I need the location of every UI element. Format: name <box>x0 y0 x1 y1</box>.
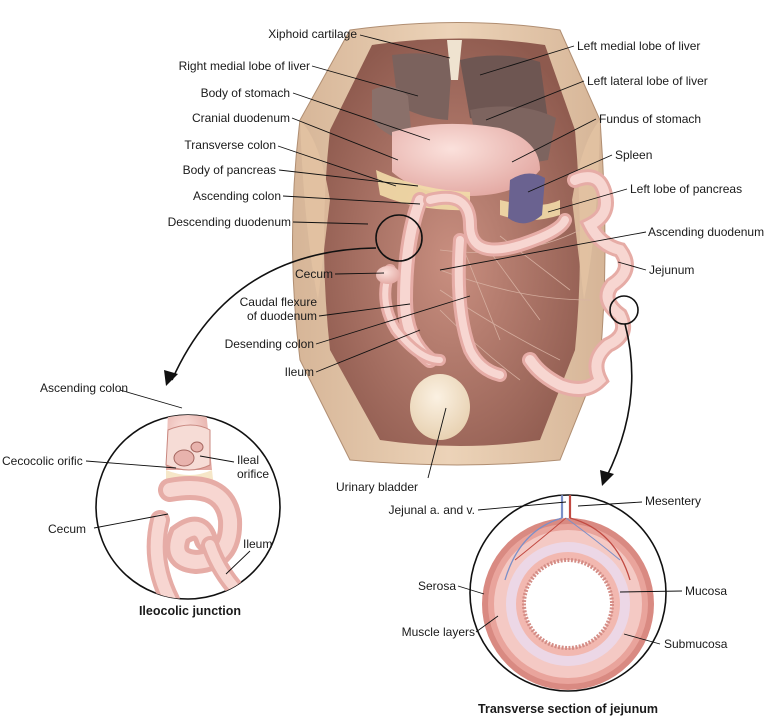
arrow-head-right <box>600 470 614 486</box>
label-fundus-of-stomach: Fundus of stomach <box>599 112 702 126</box>
caption-ileocolic-junction: Ileocolic junction <box>138 604 242 618</box>
jejunum-coils <box>522 169 634 397</box>
spleen <box>508 173 545 224</box>
label-jejunum: Jejunum <box>649 263 695 277</box>
label-submucosa: Submucosa <box>664 637 728 651</box>
cecum <box>376 266 400 284</box>
label-jejunal-av: Jejunal a. and v. <box>388 503 475 517</box>
label-descending-duodenum: Descending duodenum <box>167 215 291 229</box>
label-ascending-duodenum: Ascending duodenum <box>648 225 765 239</box>
label-mucosa: Mucosa <box>685 584 728 598</box>
intestinal-tubes <box>379 190 572 382</box>
label-ascending-colon: Ascending colon <box>192 189 281 203</box>
caption-transverse-section-jejunum: Transverse section of jejunum <box>478 702 658 716</box>
label-ileum: Ileum <box>284 365 314 379</box>
label-cecocolic-orific: Cecocolic orific <box>2 454 83 468</box>
label-desending-colon: Desending colon <box>224 337 314 351</box>
label-left-lateral-lobe-liver: Left lateral lobe of liver <box>587 74 708 88</box>
label-ileal-2: orifice <box>237 467 270 481</box>
label-transverse-colon: Transverse colon <box>184 138 276 152</box>
label-ileal-1: Ileal <box>237 453 260 467</box>
jejunum-cross-section-inset <box>469 494 667 692</box>
label-caudal-flexure-1: Caudal flexure <box>239 295 317 309</box>
arrow-to-jejunum-inset <box>605 323 633 479</box>
jejunum-highlight-circle <box>609 295 639 325</box>
label-right-medial-lobe-liver: Right medial lobe of liver <box>178 59 310 73</box>
label-urinary-bladder: Urinary bladder <box>335 480 419 494</box>
ileocolic-inset <box>95 414 281 600</box>
label-inset-cecum: Cecum <box>48 522 87 536</box>
arrow-head-left <box>164 370 178 386</box>
label-caudal-flexure-2: of duodenum <box>246 309 317 323</box>
label-body-of-stomach: Body of stomach <box>200 86 290 100</box>
label-muscle-layers: Muscle layers <box>401 625 475 639</box>
label-left-lobe-pancreas: Left lobe of pancreas <box>630 182 743 196</box>
leader-lines <box>85 34 683 645</box>
label-mesentery: Mesentery <box>645 494 702 508</box>
lumen <box>522 558 614 650</box>
arrow-to-ileocolic-inset <box>171 247 377 381</box>
label-spleen: Spleen <box>615 148 653 162</box>
xiphoid-cartilage <box>447 40 462 80</box>
stomach <box>392 123 540 196</box>
label-cranial-duodenum: Cranial duodenum <box>191 111 290 125</box>
label-serosa: Serosa <box>417 579 456 593</box>
ileocolic-highlight-circle <box>375 214 423 262</box>
label-cecum: Cecum <box>294 267 333 281</box>
label-inset-ileum: Ileum <box>243 537 273 551</box>
label-xiphoid-cartilage: Xiphoid cartilage <box>268 27 357 41</box>
label-left-medial-lobe-liver: Left medial lobe of liver <box>577 39 701 53</box>
urinary-bladder <box>410 374 470 440</box>
label-body-of-pancreas: Body of pancreas <box>182 163 276 177</box>
label-inset-ascending-colon: Ascending colon <box>40 381 129 395</box>
